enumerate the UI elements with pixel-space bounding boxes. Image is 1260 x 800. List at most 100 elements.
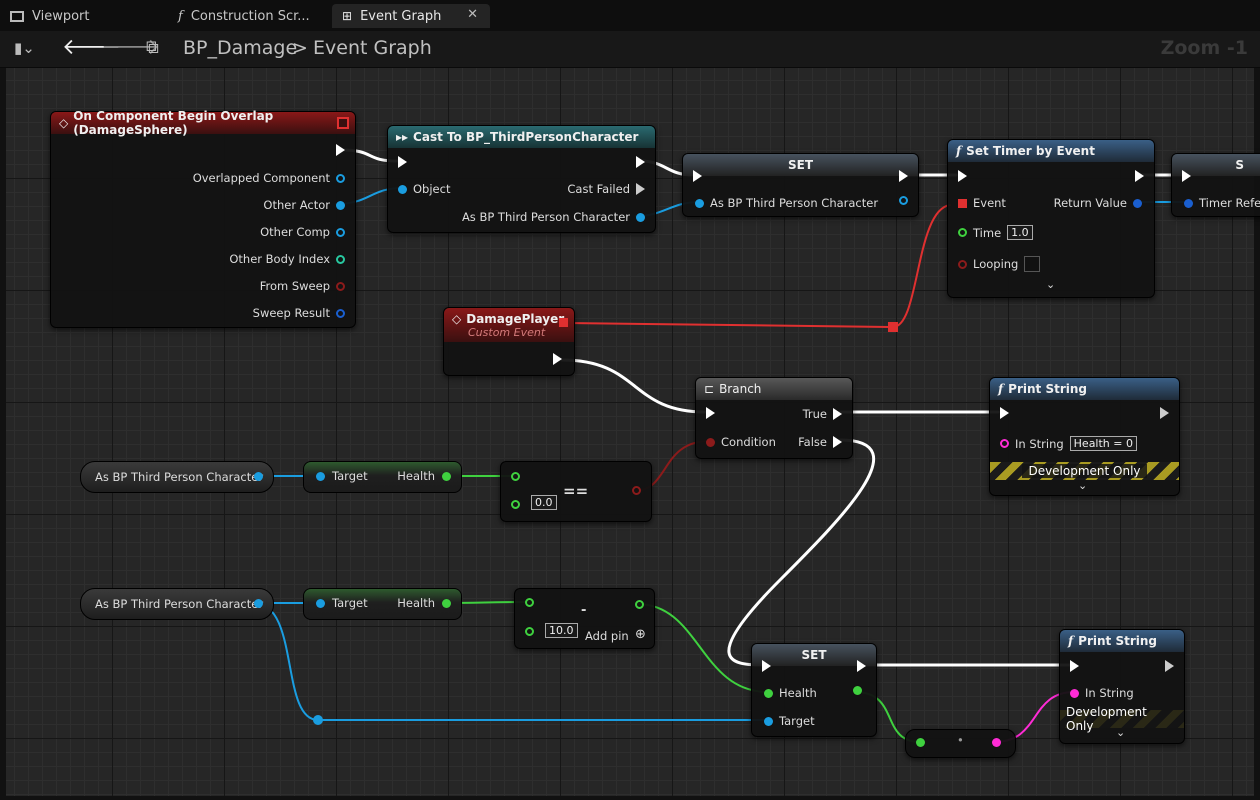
sweep-result-pin[interactable] (336, 308, 345, 318)
target-pin[interactable] (316, 599, 325, 608)
pin-label: Time (973, 225, 1002, 240)
condition-pin[interactable] (706, 437, 715, 447)
return-value-pin[interactable] (1133, 198, 1142, 208)
equals-node[interactable]: 0.0 == (500, 461, 652, 522)
zoom-level: Zoom -1 (1160, 37, 1248, 59)
as-character-pin[interactable] (636, 212, 645, 222)
looping-pin[interactable] (958, 259, 967, 269)
expand-chevron-icon[interactable]: ⌄ (1078, 479, 1088, 492)
cast-node[interactable]: ▸▸Cast To BP_ThirdPersonCharacter Object… (387, 125, 656, 233)
exec-out-pin[interactable] (1160, 407, 1169, 419)
cast-failed-pin[interactable] (636, 183, 645, 195)
exec-in-pin[interactable] (958, 170, 967, 182)
character-variable-node-2[interactable]: As BP Third Person Character (80, 588, 274, 620)
exec-out-pin[interactable] (636, 156, 645, 168)
health-out-pin[interactable] (442, 472, 451, 481)
expand-chevron-icon[interactable]: ⌄ (1116, 726, 1126, 739)
overlapped-component-pin[interactable] (336, 173, 345, 183)
exec-in-pin[interactable] (1182, 170, 1191, 182)
as-character-out-pin[interactable] (899, 196, 908, 205)
set-character-node[interactable]: SET As BP Third Person Character (682, 153, 919, 217)
breadcrumb-graph[interactable]: Event Graph (313, 37, 432, 59)
tab-viewport[interactable]: Viewport (0, 4, 165, 28)
back-arrow-icon[interactable]: 🡐 (62, 35, 121, 60)
exec-in-pin[interactable] (693, 170, 702, 182)
in-string-pin[interactable] (1070, 688, 1079, 698)
add-pin-icon[interactable]: ⊕ (635, 627, 646, 642)
exec-in-pin[interactable] (1000, 407, 1009, 419)
string-out-pin[interactable] (992, 738, 1001, 747)
object-pin[interactable] (398, 184, 407, 194)
delegate-pin[interactable] (337, 117, 349, 129)
exec-in-pin[interactable] (1070, 660, 1079, 672)
exec-out-pin[interactable] (553, 353, 562, 365)
add-pin-label[interactable]: Add pin (585, 629, 629, 643)
bookmark-icon[interactable]: ▮⌄ (14, 39, 35, 57)
tab-construction-script[interactable]: f Construction Scr... (168, 4, 328, 28)
b-pin[interactable] (511, 500, 520, 509)
result-pin[interactable] (635, 600, 644, 609)
false-exec-pin[interactable] (833, 436, 842, 448)
b-value-input[interactable]: 0.0 (531, 495, 557, 510)
exec-out-pin[interactable] (1135, 170, 1144, 182)
exec-in-pin[interactable] (706, 407, 715, 419)
in-string-input[interactable]: Health = 0 (1069, 436, 1137, 451)
target-pin[interactable] (764, 716, 773, 726)
float-to-string-conversion-node[interactable]: • (905, 729, 1016, 758)
node-title: DamagePlayer (466, 311, 565, 326)
get-health-node-1[interactable]: Target Health (303, 461, 462, 493)
float-in-pin[interactable] (916, 738, 925, 747)
set-timer-ref-node[interactable]: S Timer Refe (1171, 153, 1260, 217)
result-pin[interactable] (632, 486, 641, 495)
exec-in-pin[interactable] (762, 660, 771, 672)
exec-out-pin[interactable] (1165, 660, 1174, 672)
pin-label: Cast Failed (567, 182, 630, 196)
target-pin[interactable] (316, 472, 325, 481)
other-actor-pin[interactable] (336, 200, 345, 210)
set-health-node[interactable]: SET Health Target (751, 643, 877, 737)
other-body-index-pin[interactable] (336, 254, 345, 264)
delegate-pin[interactable] (559, 318, 568, 327)
looping-checkbox[interactable] (1024, 256, 1041, 272)
other-comp-pin[interactable] (336, 227, 345, 237)
b-pin[interactable] (525, 627, 534, 636)
time-pin[interactable] (958, 228, 967, 237)
exec-out-pin[interactable] (899, 170, 908, 182)
health-out-pin[interactable] (853, 686, 862, 695)
tab-label: Event Graph (360, 8, 442, 24)
pin-label: As BP Third Person Character (461, 210, 630, 224)
node-title: Print String (1078, 634, 1157, 648)
variable-out-pin[interactable] (254, 599, 263, 608)
pin-label: Event (973, 196, 1006, 210)
tab-event-graph[interactable]: ⊞ Event Graph ✕ (332, 4, 490, 28)
b-value-input[interactable]: 10.0 (545, 623, 578, 638)
a-pin[interactable] (511, 472, 520, 481)
time-input[interactable]: 1.0 (1007, 225, 1033, 240)
true-exec-pin[interactable] (833, 408, 842, 420)
exec-in-pin[interactable] (398, 156, 407, 168)
close-tab-icon[interactable]: ✕ (467, 7, 478, 22)
health-in-pin[interactable] (764, 688, 773, 698)
event-begin-overlap-node[interactable]: ◇On Component Begin Overlap (DamageSpher… (50, 109, 356, 328)
subtract-node[interactable]: - 10.0 Add pin ⊕ (514, 588, 655, 649)
get-health-node-2[interactable]: Target Health (303, 588, 462, 620)
event-delegate-pin[interactable] (958, 198, 967, 208)
expand-chevron-icon[interactable]: ⌄ (1046, 278, 1056, 291)
breadcrumb-blueprint[interactable]: BP_Damage (183, 37, 298, 59)
character-variable-node-1[interactable]: As BP Third Person Character (80, 461, 274, 493)
exec-out-pin[interactable] (336, 144, 345, 156)
timer-ref-pin[interactable] (1184, 198, 1193, 208)
exec-out-pin[interactable] (857, 660, 866, 672)
variable-out-pin[interactable] (254, 472, 263, 481)
from-sweep-pin[interactable] (336, 281, 345, 291)
as-character-in-pin[interactable] (695, 198, 704, 208)
damage-player-event-node[interactable]: ◇DamagePlayer Custom Event (443, 307, 575, 376)
forward-arrow-icon[interactable]: 🡒 (101, 35, 160, 60)
branch-node[interactable]: ⊏Branch True Condition False (695, 377, 853, 459)
a-pin[interactable] (525, 598, 534, 607)
in-string-pin[interactable] (1000, 439, 1009, 448)
health-out-pin[interactable] (442, 599, 451, 608)
